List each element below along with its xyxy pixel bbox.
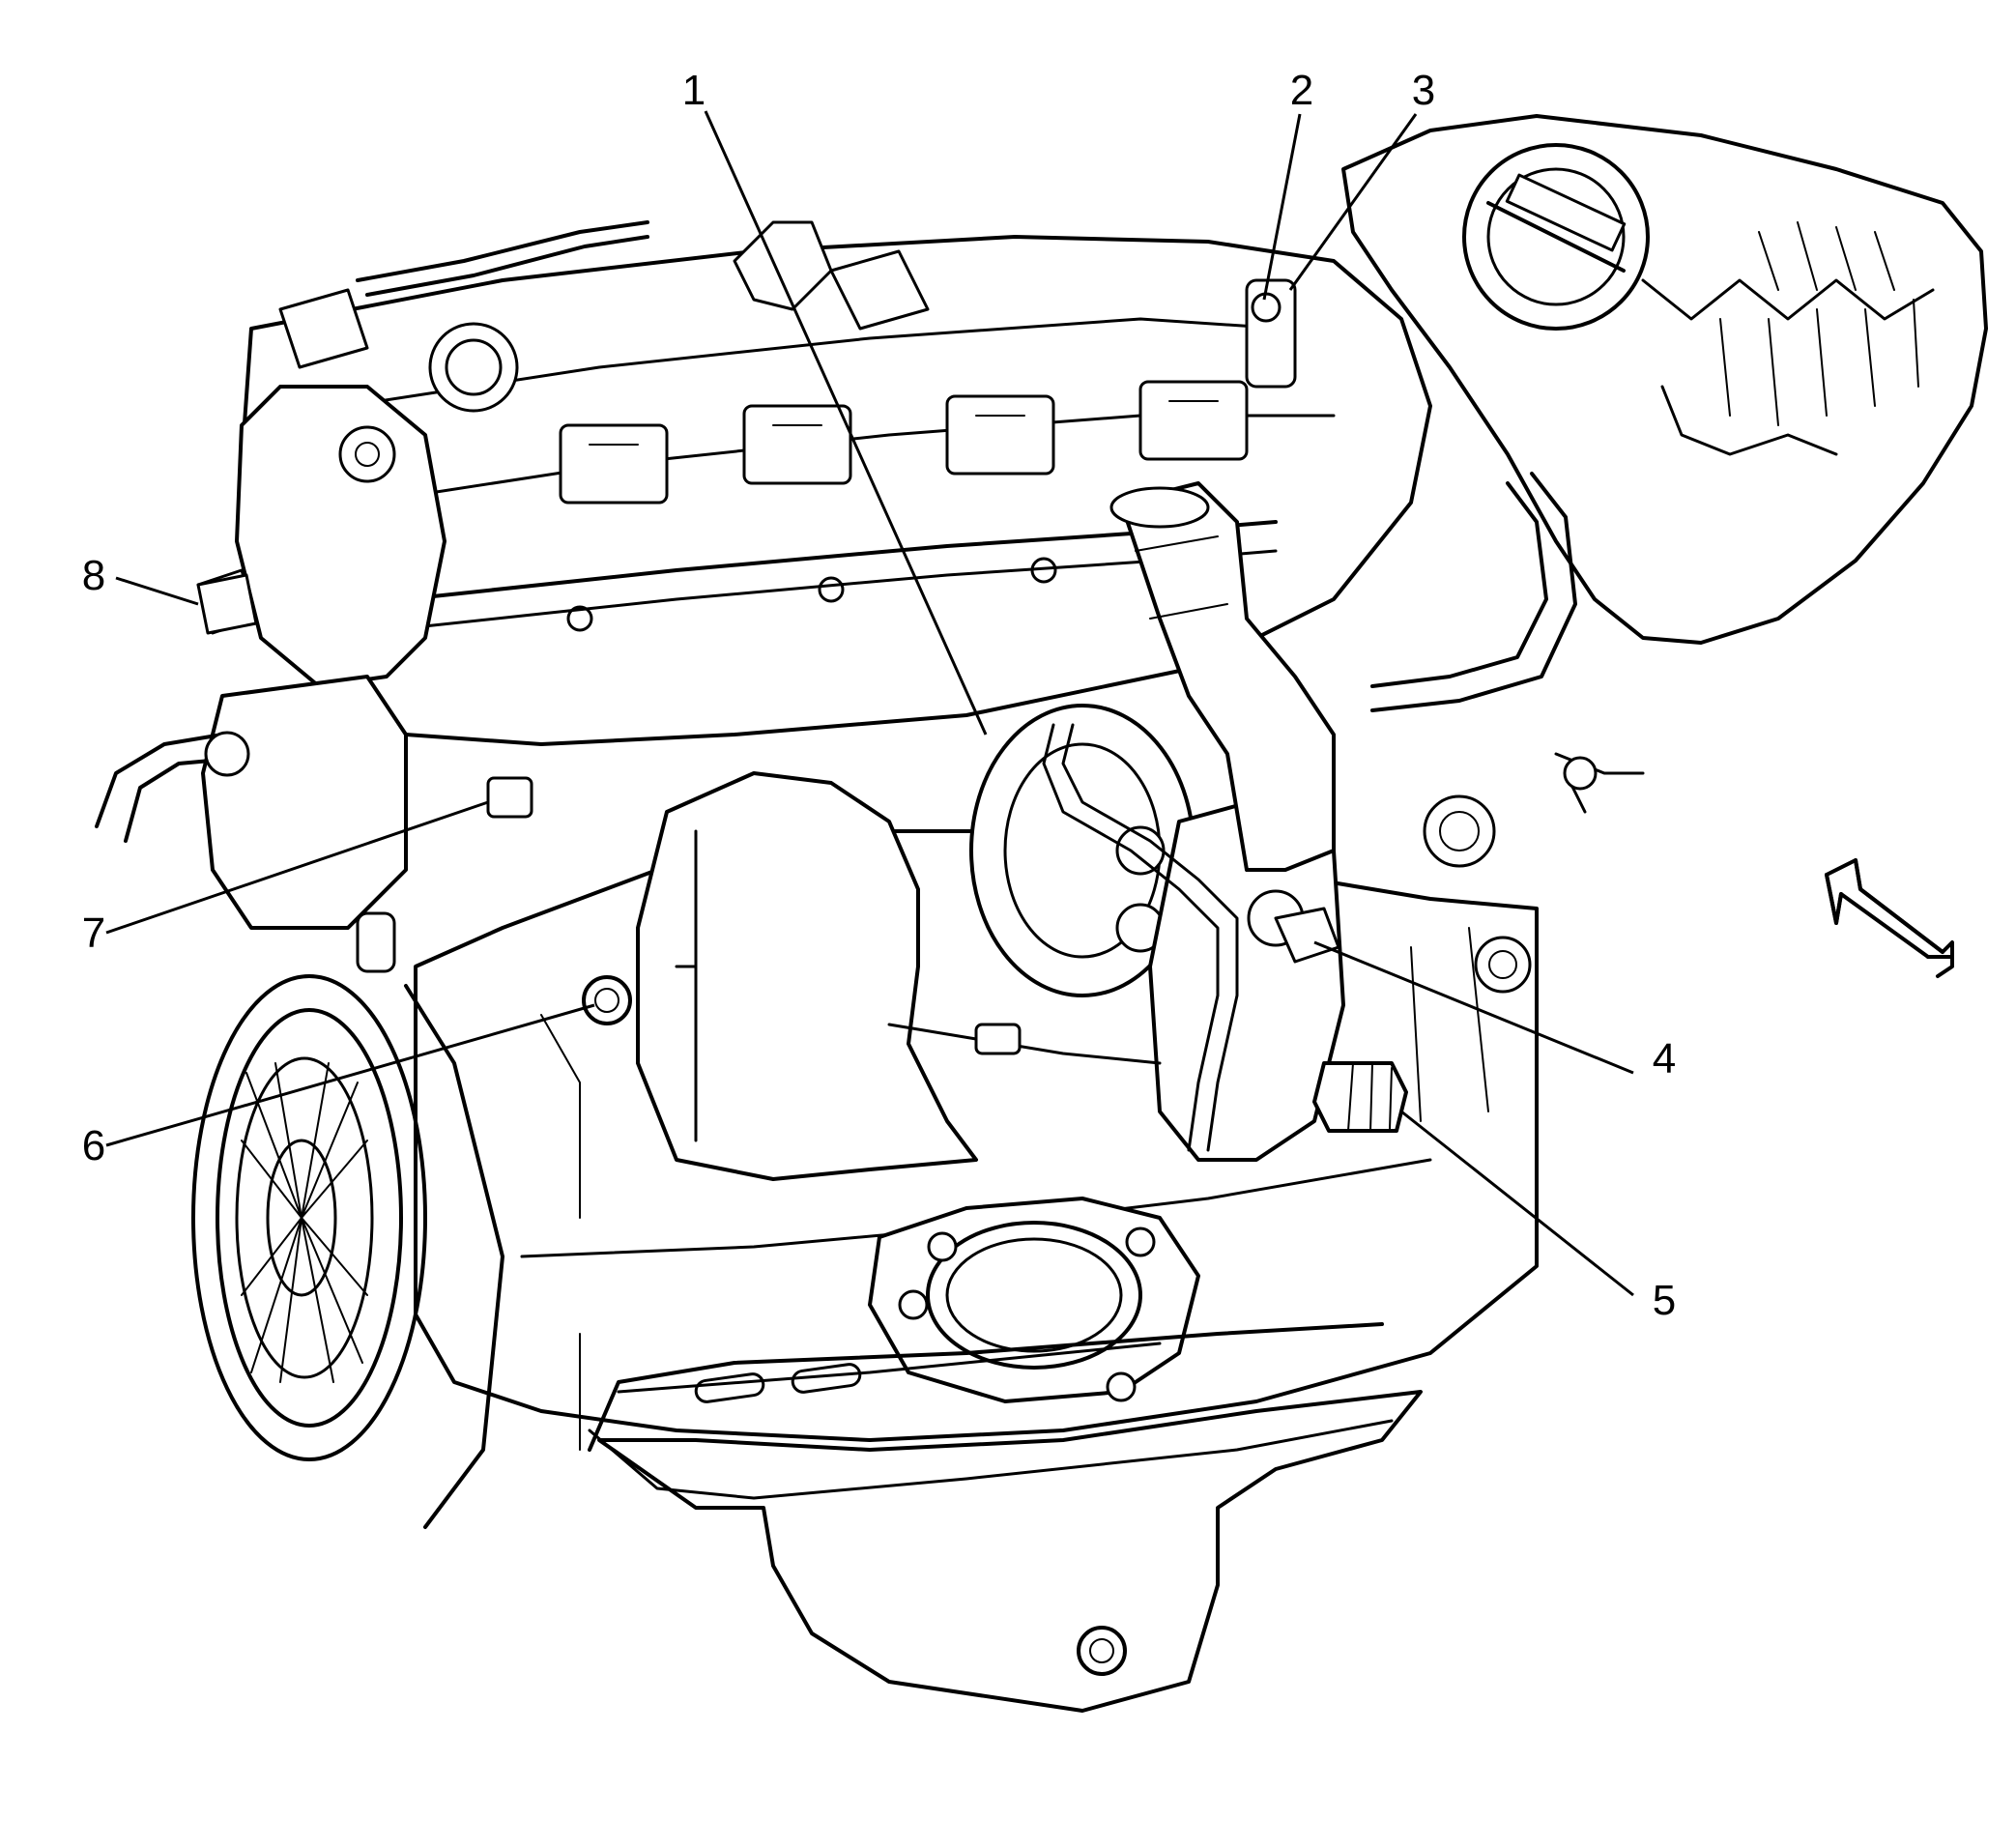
view-direction-arrow-icon xyxy=(1825,858,1954,978)
callout-7: 7 xyxy=(82,909,105,957)
leader-line-7 xyxy=(105,800,489,935)
cylinder-head xyxy=(240,235,1432,746)
sensors xyxy=(196,573,632,1025)
top-hoses xyxy=(278,220,1297,413)
callout-2: 2 xyxy=(1290,67,1313,114)
callout-3: 3 xyxy=(1412,67,1435,114)
leader-lines xyxy=(105,110,1634,1297)
callout-1: 1 xyxy=(682,67,706,114)
leader-line-6 xyxy=(105,1003,595,1147)
right-hoses xyxy=(1274,472,1645,1133)
leader-line-8 xyxy=(115,576,199,606)
callout-5: 5 xyxy=(1653,1277,1676,1324)
front-cover xyxy=(95,385,446,930)
oil-pan xyxy=(588,1363,1423,1713)
leader-line-3 xyxy=(1288,113,1418,291)
callout-4: 4 xyxy=(1653,1035,1676,1082)
engine-illustration xyxy=(95,114,1988,1713)
leader-line-5 xyxy=(1400,1110,1634,1297)
callout-8: 8 xyxy=(82,552,105,599)
intake-manifold xyxy=(1341,114,1988,645)
leader-line-1 xyxy=(704,110,988,736)
clutch-assembly xyxy=(191,974,504,1529)
leader-line-4 xyxy=(1313,940,1634,1075)
callout-labels: 1 2 3 4 5 6 7 8 xyxy=(82,67,1676,1324)
leader-line-2 xyxy=(1262,113,1302,301)
callout-6: 6 xyxy=(82,1122,105,1169)
lower-brace xyxy=(579,1322,1384,1452)
exhaust-flange xyxy=(868,1197,1200,1403)
